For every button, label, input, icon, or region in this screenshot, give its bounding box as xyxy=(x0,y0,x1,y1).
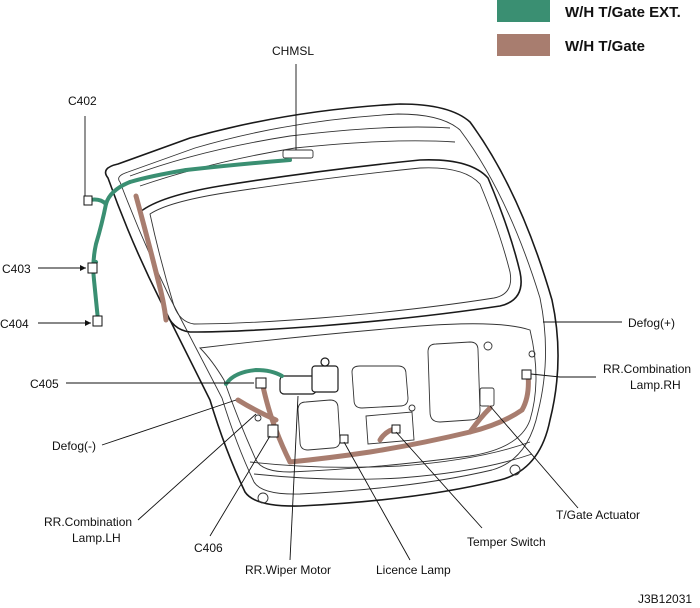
tailgate-body xyxy=(104,103,559,507)
leader-lines xyxy=(38,64,622,561)
label-rr-comb-lh-line1: RR.Combination xyxy=(44,515,132,529)
harness-tgate xyxy=(133,193,531,465)
label-c405: C405 xyxy=(30,377,59,391)
c405-connector xyxy=(255,377,267,389)
label-tgate-actuator: T/Gate Actuator xyxy=(556,508,640,522)
callout-labels: CHMSL C402 C403 C404 C405 Defog(-) Defog… xyxy=(0,44,692,606)
label-c404: C404 xyxy=(0,317,29,331)
c404-connector xyxy=(92,315,103,327)
legend-label-gate: W/H T/Gate xyxy=(565,38,645,55)
label-defog-minus: Defog(-) xyxy=(52,439,96,453)
label-licence-lamp: Licence Lamp xyxy=(376,563,451,577)
connectors xyxy=(83,195,532,444)
licence-lamp-connector xyxy=(339,434,349,444)
label-defog-plus: Defog(+) xyxy=(628,316,675,330)
label-rr-comb-rh-line2: Lamp.RH xyxy=(630,378,681,392)
label-c403: C403 xyxy=(2,262,31,276)
legend-swatch-ext xyxy=(497,0,550,22)
rr-comb-rh-connector xyxy=(521,369,532,380)
label-chmsl: CHMSL xyxy=(272,44,314,58)
label-c406: C406 xyxy=(194,541,223,555)
legend-swatch-gate xyxy=(497,34,550,56)
c403-arrow xyxy=(80,265,86,271)
label-temper-switch: Temper Switch xyxy=(467,535,546,549)
tgate-actuator-icon xyxy=(479,387,495,407)
label-c402: C402 xyxy=(68,94,97,108)
temper-switch-connector xyxy=(391,424,401,434)
figure-id: J3B12031 xyxy=(638,592,692,606)
c406-connector xyxy=(267,424,279,438)
legend: W/H T/Gate EXT. W/H T/Gate xyxy=(497,0,681,56)
wiper-motor-icon xyxy=(279,357,339,395)
c404-arrow xyxy=(85,320,91,326)
c403-connector xyxy=(87,262,98,274)
c402-connector xyxy=(83,195,93,206)
harness-tgate-ext xyxy=(88,158,292,386)
label-rr-comb-lh-line2: Lamp.LH xyxy=(72,531,121,545)
legend-label-ext: W/H T/Gate EXT. xyxy=(565,4,681,21)
label-rr-comb-rh-line1: RR.Combination xyxy=(603,362,691,376)
label-rr-wiper-motor: RR.Wiper Motor xyxy=(245,563,331,577)
